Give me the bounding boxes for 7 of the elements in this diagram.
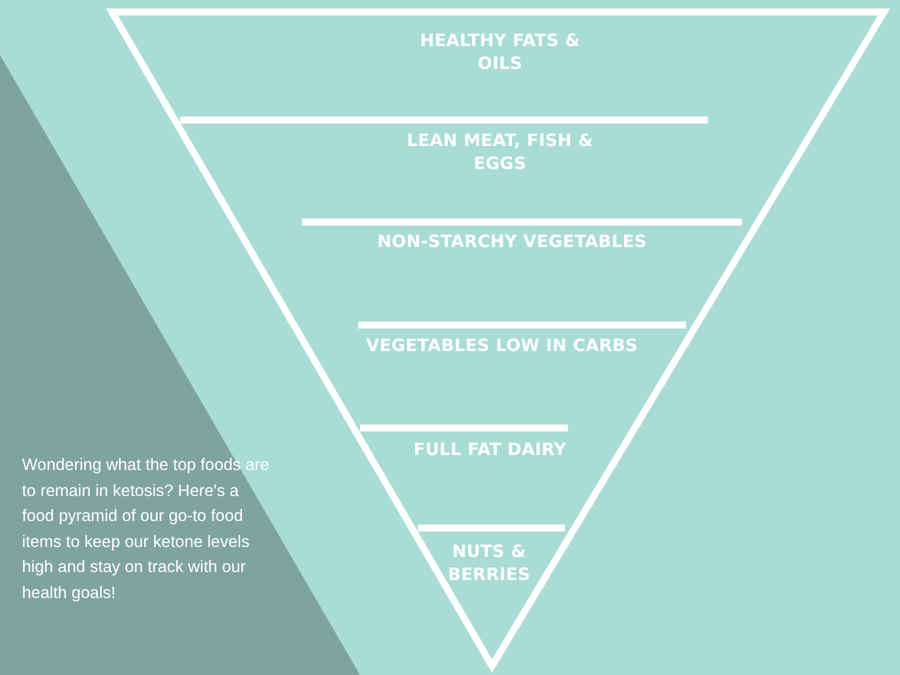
tier-label: VEGETABLES LOW IN CARBS xyxy=(342,335,662,358)
tier-label: LEAN MEAT, FISH & EGGS xyxy=(400,130,600,176)
tier-label: NUTS & BERRIES xyxy=(434,541,544,587)
tier-label: HEALTHY FATS & OILS xyxy=(400,30,600,76)
description-paragraph: Wondering what the top foods are to remain in ketosis? Here's a food pyramid of our go-to food items to keep our ketone levels high and stay on track with our health goals! xyxy=(22,455,270,604)
tier-label: NON-STARCHY VEGETABLES xyxy=(352,231,672,254)
tier-label: FULL FAT DAIRY xyxy=(390,439,590,462)
